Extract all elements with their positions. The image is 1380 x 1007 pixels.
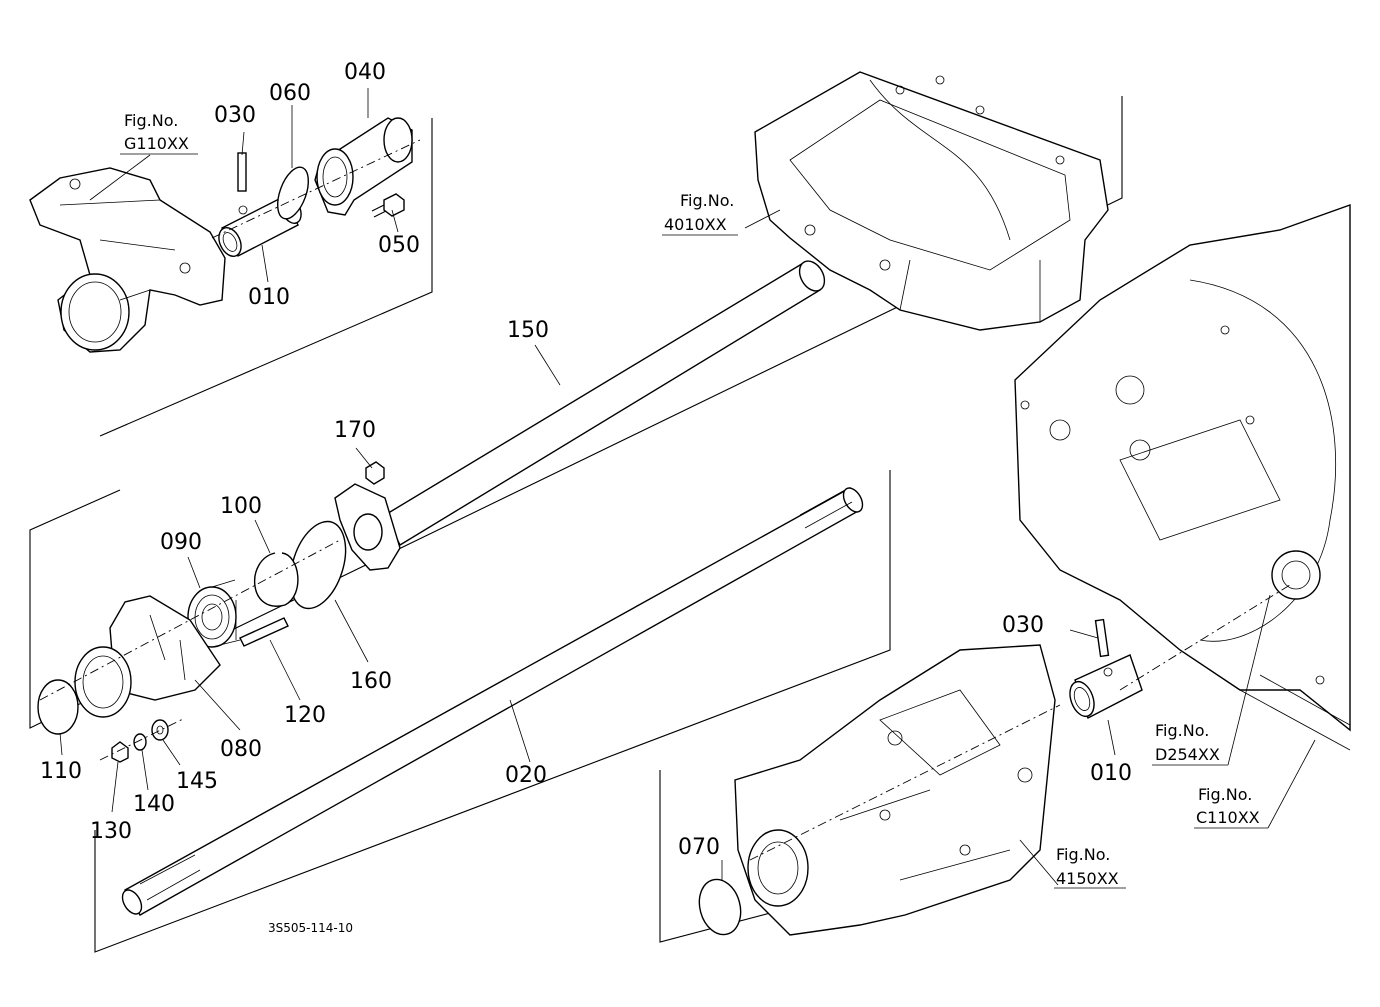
figref-c110xx-title: Fig.No. bbox=[1198, 785, 1252, 804]
top-left-panel-outline bbox=[99, 118, 433, 437]
o-ring-160 bbox=[289, 520, 347, 610]
figref-4150xx-number: 4150XX bbox=[1056, 869, 1119, 888]
tube-part-150 bbox=[384, 260, 826, 546]
figref-4150xx: Fig.No. 4150XX bbox=[1054, 845, 1126, 889]
label-030-top: 030 bbox=[214, 103, 256, 128]
label-080: 080 bbox=[220, 737, 262, 762]
figref-4150xx-title: Fig.No. bbox=[1056, 845, 1110, 864]
figure-references: Fig.No. G110XX Fig.No. 4010XX Fig.No. D2… bbox=[120, 111, 1268, 889]
figref-4010xx-title: Fig.No. bbox=[680, 191, 734, 210]
label-020: 020 bbox=[505, 763, 547, 788]
label-010-top: 010 bbox=[248, 285, 290, 310]
stud-part-120 bbox=[239, 617, 289, 647]
label-110: 110 bbox=[40, 759, 82, 784]
front-axle-bracket bbox=[29, 167, 226, 353]
drawing-code: 3S505-114-10 bbox=[268, 921, 353, 935]
label-150: 150 bbox=[507, 318, 549, 343]
o-ring-060 bbox=[276, 166, 310, 220]
nut-part-130 bbox=[111, 741, 129, 763]
sleeve-part-010-bottom bbox=[1069, 654, 1143, 719]
part-number-labels: 040 060 030 050 010 150 170 100 090 160 … bbox=[40, 60, 1132, 860]
figref-c110xx-number: C110XX bbox=[1196, 808, 1260, 827]
o-ring-110 bbox=[37, 679, 79, 735]
label-070: 070 bbox=[678, 835, 720, 860]
figref-g110xx: Fig.No. G110XX bbox=[120, 111, 198, 155]
figref-4010xx: Fig.No. 4010XX bbox=[662, 191, 738, 236]
label-170: 170 bbox=[334, 418, 376, 443]
figref-g110xx-number: G110XX bbox=[124, 134, 189, 153]
label-010-bottom: 010 bbox=[1090, 761, 1132, 786]
bolt-part-170 bbox=[365, 461, 385, 485]
leader-lines bbox=[59, 88, 1316, 886]
label-050: 050 bbox=[378, 233, 420, 258]
label-060: 060 bbox=[269, 81, 311, 106]
figref-c110xx: Fig.No. C110XX bbox=[1194, 785, 1268, 829]
label-100: 100 bbox=[220, 494, 262, 519]
label-140: 140 bbox=[133, 792, 175, 817]
figref-d254xx-title: Fig.No. bbox=[1155, 721, 1209, 740]
label-145: 145 bbox=[176, 769, 218, 794]
nut-washer-set bbox=[111, 719, 169, 763]
center-panel-outline bbox=[29, 96, 1123, 729]
bolt-part-050 bbox=[371, 193, 405, 218]
shaft-part-020 bbox=[121, 487, 864, 916]
washer-part-145 bbox=[151, 719, 169, 741]
label-090: 090 bbox=[160, 530, 202, 555]
figref-d254xx-number: D254XX bbox=[1155, 745, 1220, 764]
figref-d254xx: Fig.No. D254XX bbox=[1152, 721, 1228, 766]
lock-washer-part-140 bbox=[133, 733, 147, 751]
hydraulic-block bbox=[734, 644, 1056, 936]
spring-pin-030-top bbox=[237, 152, 247, 192]
o-ring-070 bbox=[698, 878, 742, 936]
tube-flange bbox=[334, 483, 401, 571]
transmission-case-top bbox=[754, 71, 1109, 331]
label-120: 120 bbox=[284, 703, 326, 728]
snap-ring-100 bbox=[254, 552, 299, 607]
figref-g110xx-title: Fig.No. bbox=[124, 111, 178, 130]
assembly-centerlines bbox=[39, 139, 1291, 861]
housing-part-080 bbox=[74, 595, 221, 718]
clutch-housing bbox=[1014, 204, 1351, 751]
figref-4010xx-number: 4010XX bbox=[664, 215, 727, 234]
label-040: 040 bbox=[344, 60, 386, 85]
housing-part-040 bbox=[314, 117, 413, 216]
spring-pin-030-bottom bbox=[1094, 618, 1110, 658]
label-160: 160 bbox=[350, 669, 392, 694]
shaft-panel-outline bbox=[94, 470, 891, 953]
label-130: 130 bbox=[90, 819, 132, 844]
label-030-bottom: 030 bbox=[1002, 613, 1044, 638]
